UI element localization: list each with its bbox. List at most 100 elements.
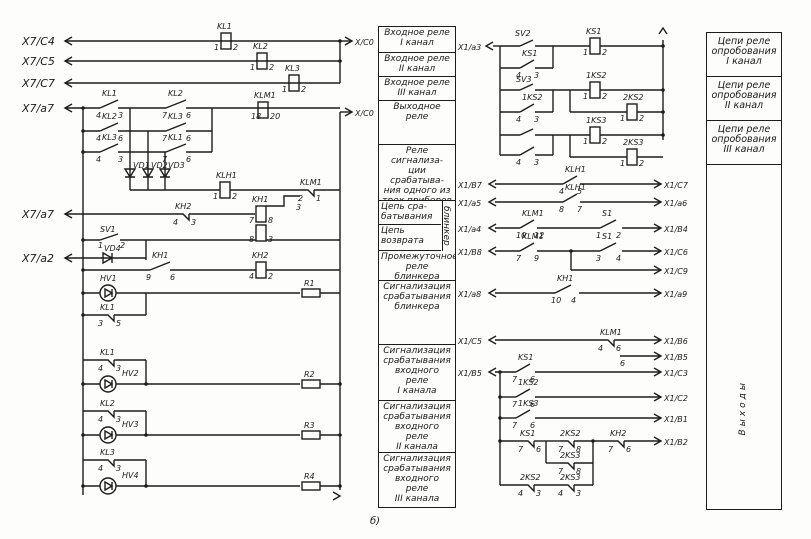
pin-label: 7 [162, 111, 168, 120]
switch-contact [519, 39, 534, 47]
relay-coil [589, 81, 601, 99]
pin-label: 2 [602, 137, 607, 146]
switch-contact [165, 143, 187, 153]
terminal-label: X1/C3 [663, 369, 688, 378]
pin-label: 10 [551, 296, 561, 305]
pin-label: 6 [118, 134, 123, 143]
contact-label: KS1 [518, 353, 533, 362]
description-cell: Реле сигнализа- ции срабатыва- ния одног… [379, 145, 455, 201]
switch-contact [562, 175, 578, 185]
pin-label: 1 [282, 85, 287, 94]
nc-contact [100, 314, 115, 323]
terminal-label: X1/a8 [457, 290, 481, 299]
switch-contact [515, 409, 531, 419]
coil-label: KLH1 [216, 171, 237, 180]
nc-contact [100, 459, 115, 468]
outputs-label: Выходы [738, 380, 748, 436]
pin-label: 6 [186, 155, 191, 164]
purpose-cell: Цепи реле опробования I канал [707, 33, 781, 77]
relay-coil [626, 148, 638, 166]
lamp-glyph [104, 429, 114, 441]
contact-label: KH2 [610, 429, 626, 438]
switch-contact [519, 59, 535, 69]
terminal-label: X1/a4 [457, 225, 481, 234]
description-cell: Сигнализация срабатывания блинкера [379, 281, 455, 345]
diode-vd3 [158, 168, 172, 179]
junction-dot [591, 439, 595, 443]
terminal-label: X7/C7 [21, 77, 55, 90]
pin-label: 2 [232, 192, 237, 201]
pin-label: 4 [98, 464, 103, 473]
description-cell: Входное реле I канал [379, 27, 455, 53]
pin-label: 4 [96, 111, 101, 120]
switch-contact [599, 219, 617, 229]
pin-label: 3 [296, 203, 301, 212]
terminal-label: X1/B4 [663, 225, 688, 234]
relay-coil [256, 52, 268, 70]
contact-label: KLM1 [522, 209, 544, 218]
terminal-label: X1/C5 [457, 337, 482, 346]
switch-contact [99, 122, 119, 132]
resistor [301, 430, 321, 440]
pin-label: 2 [301, 85, 306, 94]
junction-dot [338, 433, 342, 437]
relay-coil [219, 181, 231, 199]
coil-label: KL1 [217, 22, 232, 31]
diode-label: VD2 [151, 161, 168, 170]
resistor-label: R4 [304, 472, 315, 481]
description-cell: Цепь сра- батывания [379, 201, 441, 225]
junction-dot [144, 382, 148, 386]
pin-label: 2 [639, 114, 644, 123]
relay-coil [220, 32, 232, 50]
pin-label: 1 [583, 92, 588, 101]
arrow-left-icon [487, 223, 497, 233]
description-cell: Сигнализация срабатывания входного реле … [383, 454, 451, 504]
switch-contact [165, 122, 187, 132]
resistor [301, 379, 321, 389]
pin-label: 6 [626, 445, 631, 454]
pin-label: 4 [571, 296, 576, 305]
contact-label: 2KS2 [560, 429, 581, 438]
pin-label: 2 [269, 63, 274, 72]
pin-label: 6 [186, 111, 191, 120]
junction-dot [81, 268, 85, 272]
junction-dot [498, 395, 502, 399]
diode-vd2 [141, 168, 155, 179]
pin-label: 7 [512, 421, 518, 430]
junction-dot [81, 484, 85, 488]
switch-contact [519, 219, 535, 229]
pin-label: 7 [608, 445, 614, 454]
switch-contact [515, 363, 531, 373]
contact-label: KLH1 [565, 183, 586, 192]
diode-vd4 [102, 251, 114, 265]
pin-label: 4 [98, 415, 103, 424]
pin-label: 1 [583, 48, 588, 57]
arrow-left-icon [487, 197, 497, 207]
switch-contact [562, 193, 578, 203]
terminal-label: X7/C4 [21, 35, 55, 48]
resistor [301, 481, 321, 491]
nc-contact [175, 213, 190, 222]
terminal-label: X1/B1 [663, 415, 688, 424]
contact-label: KLM1 [522, 232, 544, 241]
nc-contact [560, 484, 575, 493]
switch-contact [519, 242, 535, 252]
switch-contact [165, 99, 187, 109]
pin-label: 20 [270, 112, 280, 121]
pin-label: 2 [298, 194, 303, 203]
switch-label: SV2 [515, 29, 531, 38]
switch-contact [519, 83, 534, 91]
contact-label: KL3 [100, 448, 115, 457]
terminal-label: X1/B5 [457, 369, 482, 378]
relay-coil [255, 261, 267, 279]
nc-contact [100, 359, 115, 368]
description-cell: Входное реле II канал [379, 53, 455, 77]
pin-label: 4 [249, 272, 254, 281]
coil-label: KL2 [253, 42, 268, 51]
junction-dot [81, 106, 85, 110]
terminal-label: X/C0 [354, 109, 374, 118]
contact-label: 2KS3 [560, 451, 581, 460]
coil-label: KH1 [252, 195, 268, 204]
pin-label: 4 [96, 155, 101, 164]
contact-label: KL1 [102, 89, 117, 98]
